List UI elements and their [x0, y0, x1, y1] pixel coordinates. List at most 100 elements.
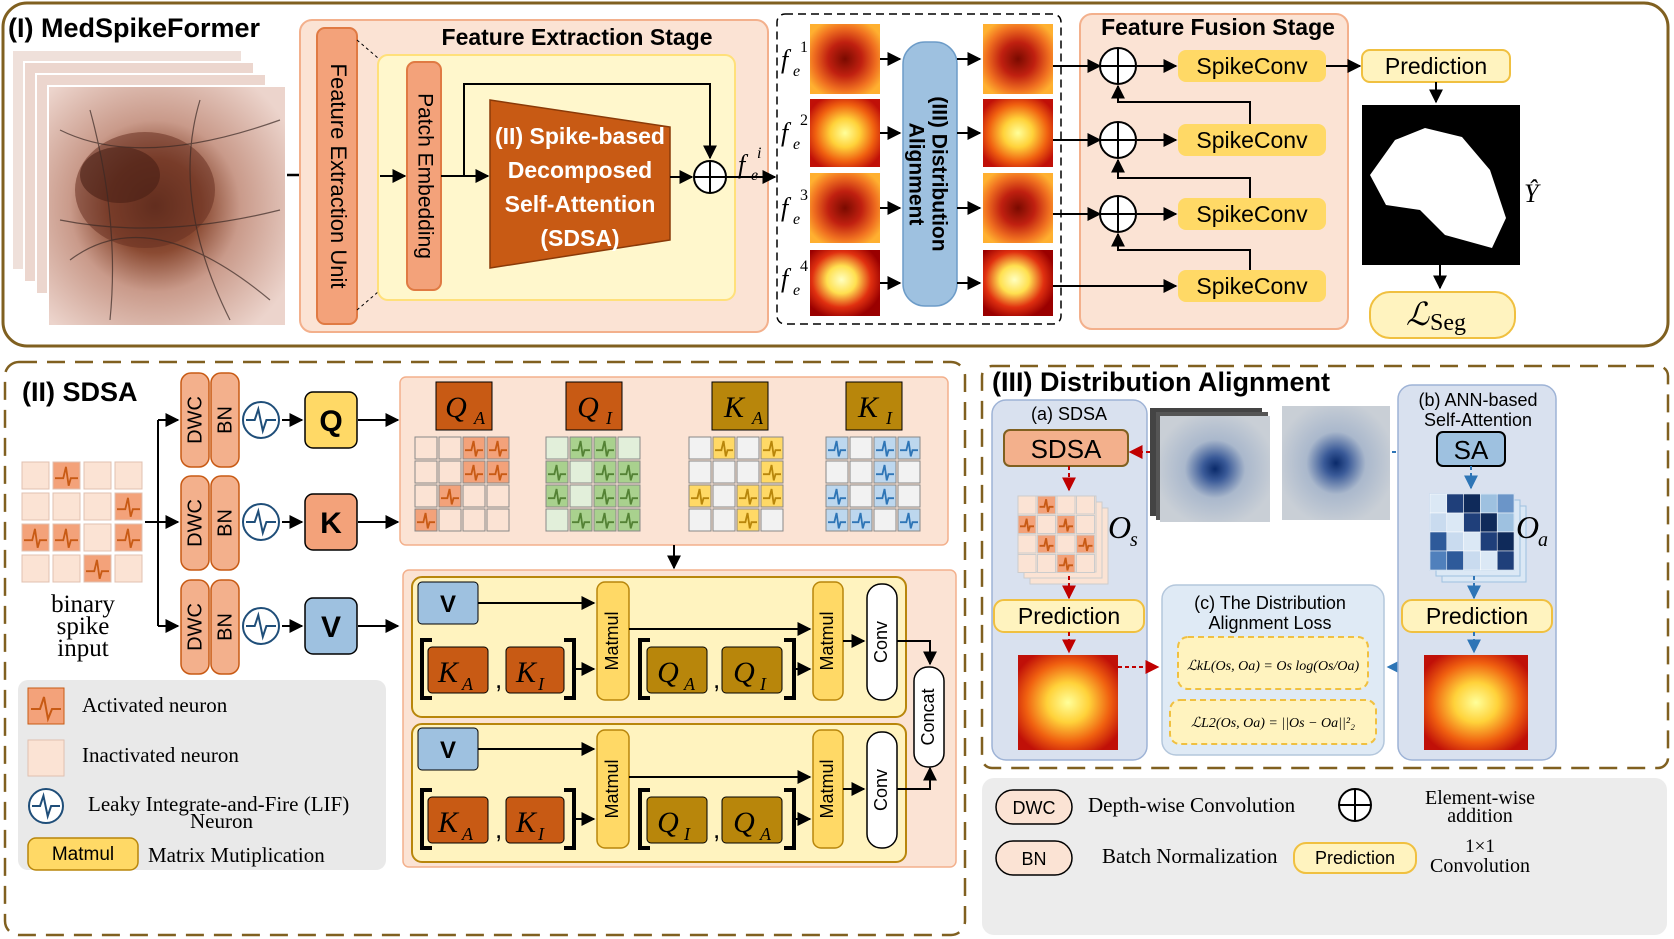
feature-extraction-unit-label: Feature Extraction Unit: [326, 64, 351, 289]
svg-text:K: K: [437, 806, 460, 839]
legend-dwc: DWC Depth-wise Convolution: [995, 789, 1296, 825]
svg-text:Conv: Conv: [871, 769, 891, 811]
svg-text:Q: Q: [657, 806, 679, 839]
feature-fi-label: f e i: [738, 145, 761, 184]
svg-text:Depth-wise Convolution: Depth-wise Convolution: [1088, 793, 1296, 817]
input-blue-image-stack: [1150, 406, 1390, 522]
lif-neuron-icons: [242, 401, 280, 645]
loss-seg-label: ℒ Seg: [1406, 296, 1466, 336]
legend-add-desc-2: addition: [1447, 805, 1513, 827]
sdsa-heatmap: [1018, 655, 1118, 750]
feature-maps-right: [983, 24, 1053, 316]
panel3-title: (III) Distribution Alignment: [992, 367, 1330, 397]
panel2-title: (II) SDSA: [22, 377, 138, 407]
patch-embedding-label: Patch Embedding: [413, 93, 436, 259]
legend-matmul: Matmul Matrix Mutiplication: [27, 837, 325, 871]
svg-text:A: A: [759, 824, 772, 844]
l2-formula-box: [1169, 699, 1377, 745]
sdsa-block-line2: Decomposed: [508, 157, 652, 183]
qkv-boxes: Q K V: [304, 391, 358, 655]
svg-text:K: K: [437, 656, 460, 689]
svg-text:Matmul: Matmul: [817, 611, 837, 670]
svg-text:Q: Q: [319, 405, 342, 438]
svg-text:Q: Q: [733, 806, 755, 839]
svg-text:O: O: [1108, 509, 1131, 545]
svg-text:a: a: [1538, 529, 1548, 551]
input-label-line2: spike: [57, 613, 110, 640]
svg-text:DWC: DWC: [184, 603, 206, 651]
svg-text:Q: Q: [577, 391, 599, 424]
concat-box: [913, 666, 945, 768]
svg-text:BN: BN: [214, 509, 236, 537]
legend-conv-desc-2: Convolution: [1430, 855, 1530, 877]
segmentation-mask: [1362, 105, 1520, 265]
svg-text:I: I: [537, 674, 545, 694]
legend-lif: Leaky Integrate-and-Fire (LIF) Neuron: [28, 788, 349, 833]
ann-heatmap: [1424, 655, 1528, 750]
svg-text:Matmul: Matmul: [52, 844, 114, 865]
svg-text:1: 1: [800, 39, 808, 56]
oa-label: O a: [1516, 509, 1548, 551]
sdsa-column-label: (a) SDSA: [1031, 404, 1107, 424]
feature-extraction-unit: [316, 27, 358, 325]
sdsa-trapezoid: [489, 99, 671, 269]
svg-text:BN: BN: [214, 613, 236, 641]
svg-text:DWC: DWC: [184, 499, 206, 547]
svg-text:4: 4: [800, 258, 808, 275]
svg-text:Leaky Integrate-and-Fire (LIF): Leaky Integrate-and-Fire (LIF): [88, 792, 349, 816]
svg-text:f: f: [781, 193, 792, 222]
concat-label: Concat: [918, 688, 938, 745]
svg-text:K: K: [515, 656, 538, 689]
svg-text:,: ,: [495, 814, 502, 844]
head-spike-grids: [414, 436, 921, 532]
svg-text:A: A: [683, 674, 696, 694]
svg-text:K: K: [857, 391, 880, 424]
svg-text:e: e: [793, 63, 800, 80]
svg-text:K: K: [320, 507, 342, 540]
y-hat-label: Ŷ: [1524, 179, 1541, 208]
svg-text:I: I: [885, 408, 893, 428]
svg-text:V: V: [440, 591, 456, 618]
svg-text:V: V: [440, 737, 456, 764]
svg-text:SpikeConv: SpikeConv: [1196, 201, 1308, 227]
sdsa-block-line4: (SDSA): [540, 225, 619, 251]
legend-conv-desc-1: 1×1: [1465, 836, 1495, 857]
svg-text:f: f: [781, 45, 792, 74]
input-image-stack: [11, 49, 287, 327]
legend-activated: Activated neuron: [27, 687, 228, 725]
svg-text:,: ,: [713, 664, 720, 694]
svg-text:Matrix Mutiplication: Matrix Mutiplication: [148, 843, 325, 867]
svg-text:K: K: [723, 391, 746, 424]
input-label-line3: input: [57, 635, 108, 662]
l2-formula: ℒL2(Os, Oa) = ||Os − Oa||²₂: [1191, 716, 1355, 731]
os-spike-grid: [1017, 495, 1109, 585]
svg-text:Q: Q: [733, 656, 755, 689]
legend-bn: BN Batch Normalization: [995, 840, 1278, 876]
ann-column-label-2: Self-Attention: [1424, 410, 1532, 430]
head-labels: Q A Q I K A K I: [435, 381, 903, 431]
legend-inactivated: Inactivated neuron: [27, 739, 239, 777]
svg-text:A: A: [461, 674, 474, 694]
svg-text:I: I: [683, 824, 691, 844]
svg-text:Q: Q: [657, 656, 679, 689]
svg-text:Prediction: Prediction: [1315, 848, 1395, 868]
sdsa-prediction-label: Prediction: [1018, 603, 1120, 629]
loss-box-label-2: Alignment Loss: [1208, 613, 1331, 633]
legend-prediction: Prediction: [1293, 842, 1417, 874]
svg-text:Activated neuron: Activated neuron: [82, 693, 228, 717]
dwc-bn-rows: DWC BN DWC BN DWC BN: [180, 372, 240, 675]
sdsa-node: [1003, 429, 1129, 467]
sdsa-block-line3: Self-Attention: [505, 191, 656, 217]
feature-maps-dashed-box: [776, 13, 1062, 325]
svg-text:e: e: [751, 167, 758, 184]
svg-text:K: K: [515, 806, 538, 839]
svg-text:f: f: [781, 264, 792, 293]
svg-text:DWC: DWC: [1013, 798, 1056, 818]
svg-text:e: e: [793, 282, 800, 299]
loss-box-label-1: (c) The Distribution: [1194, 593, 1346, 613]
sdsa-legend-box: [18, 680, 386, 870]
svg-text:e: e: [793, 211, 800, 228]
svg-text:Q: Q: [445, 391, 467, 424]
